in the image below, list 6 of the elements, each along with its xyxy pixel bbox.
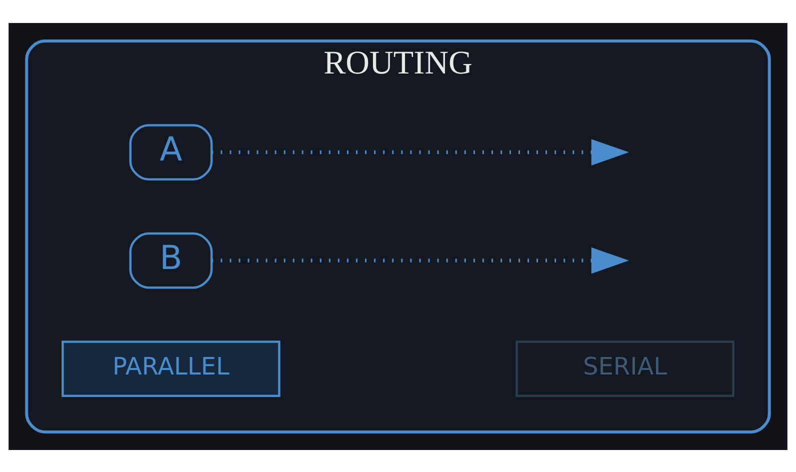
node-box: B bbox=[129, 232, 213, 288]
node-box: PARALLEL bbox=[62, 340, 280, 396]
arrow bbox=[212, 138, 629, 165]
node-box: A bbox=[129, 124, 213, 180]
node-box: SERIAL bbox=[516, 340, 734, 396]
arrow bbox=[212, 246, 629, 274]
